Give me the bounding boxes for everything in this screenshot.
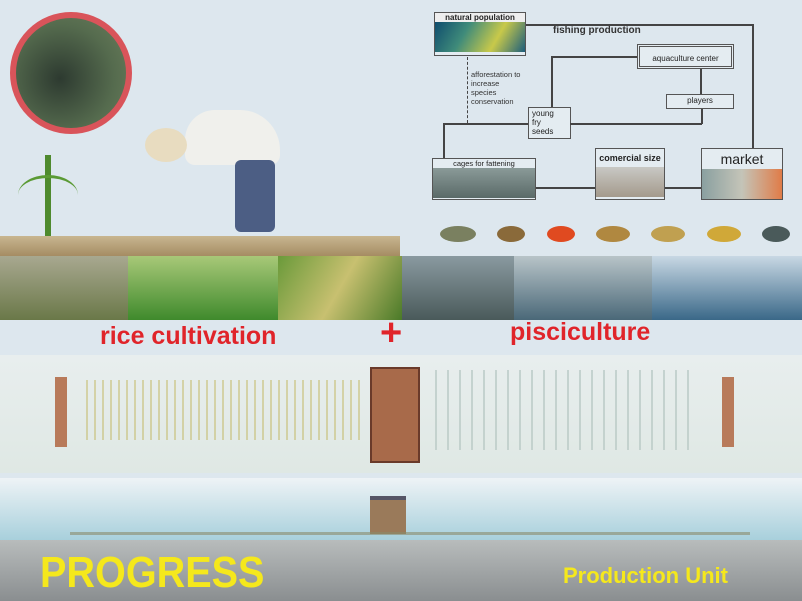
fish-in-hand-image: [596, 167, 664, 197]
fish-cages-photo: [402, 256, 514, 320]
progress-title: PROGRESS: [40, 548, 265, 597]
commercial-size-box: comercial size: [595, 148, 665, 200]
fish-species-row: [440, 226, 790, 242]
fishing-production-label: fishing production: [553, 25, 641, 36]
plus-sign: +: [380, 312, 403, 354]
fish-icon: [651, 226, 686, 242]
fish-icon: [706, 226, 741, 242]
fishermen-photo: [514, 256, 652, 320]
fish-farm-photo: [652, 256, 802, 320]
aerial-photo-circle: [10, 12, 132, 134]
pier-right: [722, 377, 734, 447]
cages-label: cages for fattening: [453, 159, 515, 168]
connector: [570, 123, 702, 125]
dashed-connector: [467, 57, 468, 123]
natural-population-label: natural population: [435, 13, 525, 22]
connector: [526, 24, 753, 26]
afforestation-label: afforestation to increase species conser…: [471, 70, 520, 106]
players-box: players: [666, 94, 734, 109]
rice-plots: [80, 380, 365, 440]
label: young: [532, 109, 554, 118]
rice-cultivation-label: rice cultivation: [100, 322, 277, 350]
aquaculture-center-box: aquaculture center: [637, 44, 734, 69]
connector: [551, 56, 553, 107]
commercial-size-label: comercial size: [599, 153, 661, 163]
waterline: [70, 532, 750, 535]
label: increase: [471, 79, 500, 88]
farmer-legs: [235, 160, 275, 232]
label: conservation: [471, 97, 514, 106]
fish-icon: [497, 226, 526, 242]
rice-grain-photo: [278, 256, 402, 320]
connector: [551, 56, 637, 58]
connector: [701, 109, 703, 124]
farmer-figure: [185, 110, 280, 165]
farmer-hat: [145, 128, 187, 162]
rice-planting-photo: [0, 256, 128, 320]
connector: [752, 24, 754, 148]
soil-strip: [0, 236, 400, 256]
label: afforestation to: [471, 70, 521, 79]
market-box: market: [701, 148, 783, 200]
connector: [536, 187, 595, 189]
rice-plant-leaves: [18, 175, 78, 215]
rice-field-photo: [128, 256, 278, 320]
fish-school-image: [435, 22, 525, 52]
fish-cages-plan: [425, 370, 695, 450]
ground-band: [0, 540, 802, 601]
cages-box: cages for fattening: [432, 158, 536, 200]
market-label: market: [720, 151, 764, 167]
fish-icon: [440, 226, 476, 242]
elevation-view: [0, 478, 802, 540]
connector: [700, 69, 702, 94]
pier-left: [55, 377, 67, 447]
site-plan: [0, 355, 802, 473]
connector: [443, 123, 445, 158]
label: fry: [532, 118, 541, 127]
fish-icon: [546, 226, 575, 242]
cage-image: [433, 168, 535, 198]
connector: [665, 187, 701, 189]
market-image: [702, 169, 782, 199]
production-unit-label: Production Unit: [563, 563, 728, 588]
central-building: [370, 367, 420, 463]
label: seeds: [532, 127, 554, 136]
elevation-building: [370, 496, 406, 534]
connector: [443, 123, 528, 125]
label: species: [471, 88, 497, 97]
young-fry-seeds-box: young fry seeds: [528, 107, 571, 139]
fish-icon: [761, 226, 790, 242]
natural-population-box: natural population: [434, 12, 526, 56]
fish-icon: [595, 226, 630, 242]
pisciculture-label: pisciculture: [510, 318, 651, 346]
